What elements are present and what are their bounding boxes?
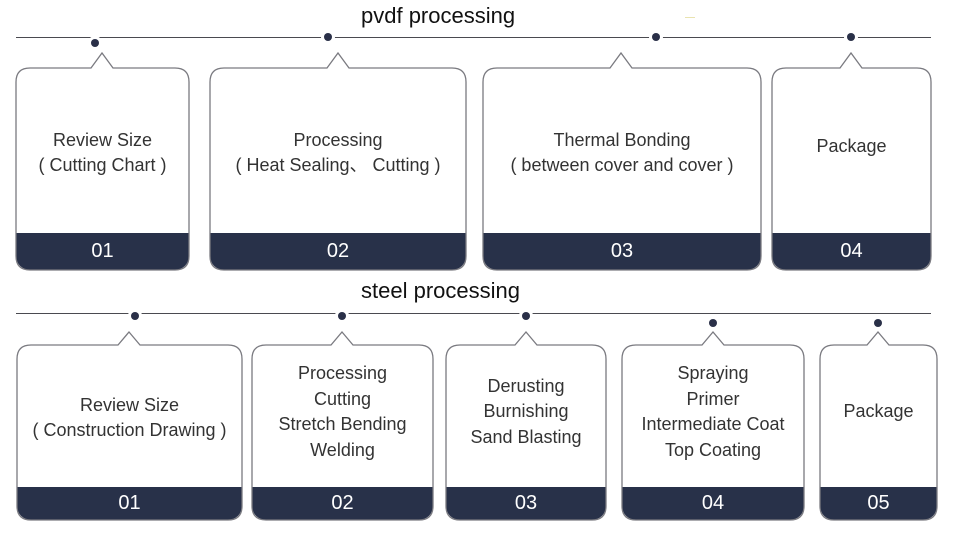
steel-timeline-dot	[131, 312, 139, 320]
step-description-line: Primer	[686, 388, 740, 409]
card-outline	[771, 51, 932, 271]
card-border-with-notch	[819, 330, 938, 521]
card-outline	[445, 330, 607, 521]
step-description-line: ( Construction Drawing )	[32, 420, 227, 440]
pvdf-step-card: 04 Package	[771, 51, 932, 271]
step-description-line: Package	[843, 401, 914, 422]
step-description-line: Review Size	[79, 394, 180, 415]
card-border-with-notch	[445, 330, 607, 521]
card-outline	[621, 330, 805, 521]
steel-timeline	[16, 313, 931, 314]
steel-timeline-dot	[338, 312, 346, 320]
step-description-line: Package	[816, 136, 887, 156]
pvdf-timeline	[16, 37, 931, 38]
step-number: 04	[772, 233, 931, 270]
pvdf-step-card: 03 Thermal Bonding ( between cover and cov…	[482, 51, 762, 271]
step-description-line: Derusting	[487, 375, 565, 396]
steel-step-card: 01 Review Size ( Construction Drawing )	[16, 330, 243, 521]
step-description-line: Review Size	[52, 129, 153, 150]
pvdf-timeline-dot	[847, 33, 855, 41]
step-description: Processing ( Heat Sealing、 Cutting )	[210, 72, 466, 233]
card-outline	[251, 330, 434, 521]
step-description: Package	[772, 66, 931, 227]
step-description-line: Intermediate Coat	[641, 414, 785, 434]
card-outline	[819, 330, 938, 521]
step-number: 05	[820, 487, 937, 520]
steel-timeline-dot	[874, 319, 882, 327]
steel-timeline-dot	[522, 312, 530, 320]
step-number: 02	[210, 233, 466, 270]
card-border-with-notch	[251, 330, 434, 521]
card-outline	[15, 51, 190, 271]
step-number: 01	[16, 233, 189, 270]
decorative-speck	[685, 17, 695, 18]
pvdf-section-title: pvdf processing	[361, 3, 516, 28]
step-description-line: Processing	[297, 363, 388, 383]
step-description-line: Top Coating	[664, 439, 762, 460]
step-description-line: Welding	[310, 439, 375, 460]
card-border-with-notch	[209, 51, 467, 271]
step-description: Review Size ( Cutting Chart )	[16, 72, 189, 233]
card-border-with-notch	[482, 51, 762, 271]
step-description-line: Processing	[293, 129, 383, 150]
step-description: Review Size ( Construction Drawing )	[17, 349, 242, 487]
step-number: 02	[252, 487, 433, 520]
step-description-line: Spraying	[677, 363, 749, 383]
card-border-with-notch	[15, 51, 190, 271]
step-number: 03	[483, 233, 761, 270]
pvdf-timeline-dot	[91, 39, 99, 47]
pvdf-timeline-dot	[324, 33, 332, 41]
pvdf-step-card: 01 Review Size ( Cutting Chart )	[15, 51, 190, 271]
steel-step-card: 05 Package	[819, 330, 938, 521]
step-description-line: ( Cutting Chart )	[38, 154, 167, 175]
card-border-with-notch	[16, 330, 243, 521]
step-number: 04	[622, 487, 804, 520]
step-description: Thermal Bonding ( between cover and cover…	[483, 72, 761, 233]
step-description: Package	[820, 343, 937, 481]
card-border-with-notch	[771, 51, 932, 271]
steel-timeline-dot	[709, 319, 717, 327]
card-outline	[482, 51, 762, 271]
pvdf-step-card: 02 Processing ( Heat Sealing、 Cutting )	[209, 51, 467, 271]
step-description-line: ( between cover and cover )	[510, 154, 734, 175]
pvdf-timeline-dot	[652, 33, 660, 41]
step-description-line: Thermal Bonding	[553, 129, 691, 150]
step-description-line: ( Heat Sealing、 Cutting )	[235, 154, 441, 175]
step-description-line: Stretch Bending	[278, 414, 407, 434]
step-number: 03	[446, 487, 606, 520]
step-description-line: Burnishing	[483, 401, 569, 422]
steel-section-title: steel processing	[361, 278, 520, 303]
card-border-with-notch	[621, 330, 805, 521]
card-outline	[209, 51, 467, 271]
step-description-line: Cutting	[313, 388, 372, 409]
card-outline	[16, 330, 243, 521]
step-number: 01	[17, 487, 242, 520]
step-description-line: Sand Blasting	[470, 426, 582, 447]
